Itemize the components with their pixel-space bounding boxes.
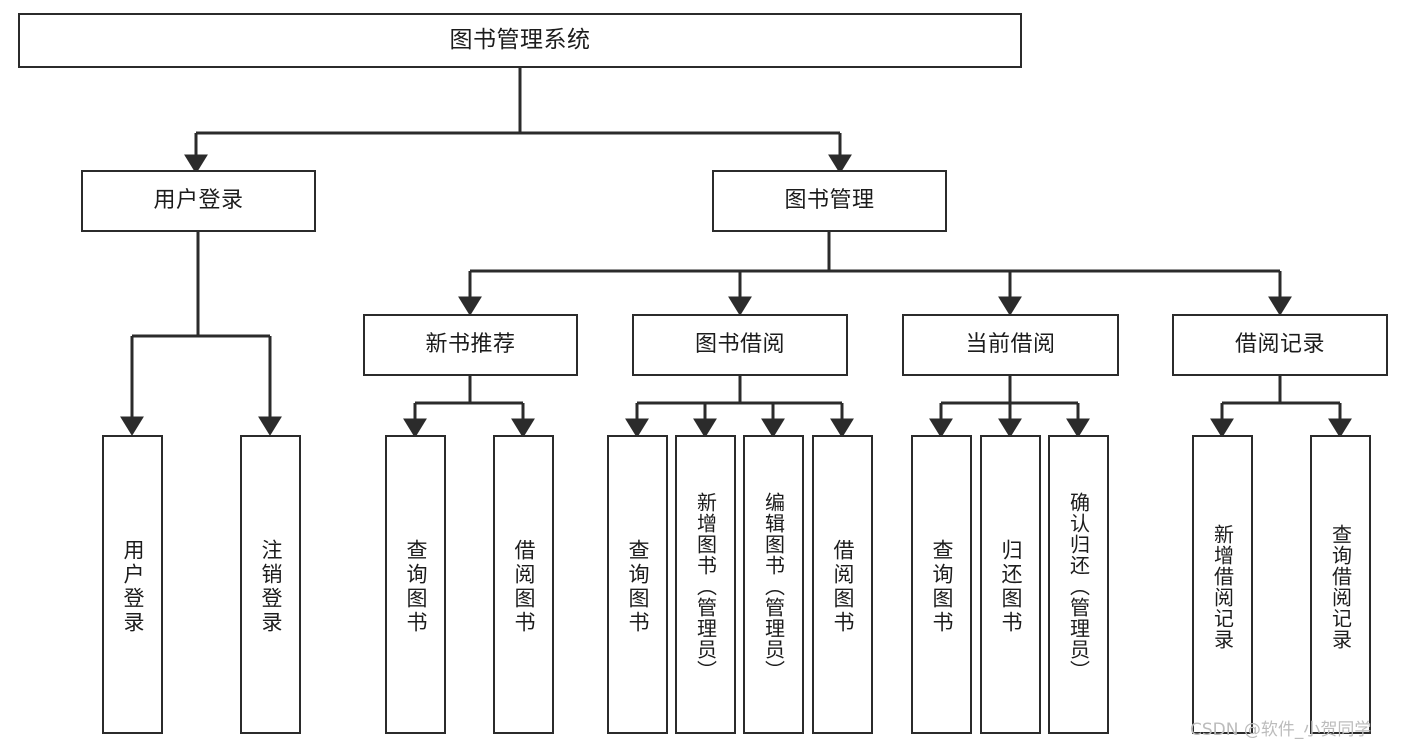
node-leaf-query-book-1[interactable]: 查询图书 [385,435,446,734]
node-leaf-borrow-book-2[interactable]: 借阅图书 [812,435,873,734]
node-label: 查询借阅记录 [1328,523,1353,650]
node-label: 归还图书 [999,538,1023,635]
node-leaf-confirm-return-admin[interactable]: 确认归还（管理员） [1048,435,1109,734]
node-label: 用户登录 [153,188,244,214]
node-label: 确认归还（管理员） [1066,492,1091,681]
node-label: 查询图书 [930,538,954,635]
node-label: 当前借阅 [965,332,1056,358]
node-label: 借阅图书 [512,538,536,635]
node-leaf-add-book-admin[interactable]: 新增图书（管理员） [675,435,736,734]
node-leaf-add-borrow-record[interactable]: 新增借阅记录 [1192,435,1253,734]
node-leaf-query-borrow-record[interactable]: 查询借阅记录 [1310,435,1371,734]
node-borrow-record[interactable]: 借阅记录 [1172,314,1388,376]
node-label: 新增图书（管理员） [693,492,718,681]
node-leaf-edit-book-admin[interactable]: 编辑图书（管理员） [743,435,804,734]
node-leaf-query-book-3[interactable]: 查询图书 [911,435,972,734]
node-label: 查询图书 [626,538,650,635]
node-current-borrow[interactable]: 当前借阅 [902,314,1119,376]
node-leaf-user-login[interactable]: 用户登录 [102,435,163,734]
node-label: 借阅图书 [831,538,855,635]
node-label: 借阅记录 [1234,332,1325,358]
node-label: 注销登录 [259,538,283,635]
node-label: 编辑图书（管理员） [761,492,786,681]
node-book-management[interactable]: 图书管理 [712,170,947,232]
node-label: 新书推荐 [425,332,516,358]
node-label: 新增借阅记录 [1210,523,1235,650]
node-leaf-return-book[interactable]: 归还图书 [980,435,1041,734]
node-leaf-borrow-book-1[interactable]: 借阅图书 [493,435,554,734]
node-label: 查询图书 [404,538,428,635]
node-user-login[interactable]: 用户登录 [81,170,316,232]
node-book-borrow[interactable]: 图书借阅 [632,314,848,376]
node-leaf-query-book-2[interactable]: 查询图书 [607,435,668,734]
csdn-watermark: CSDN @软件_小贺同学 [1190,720,1372,740]
node-root[interactable]: 图书管理系统 [18,13,1022,68]
node-new-book-recommend[interactable]: 新书推荐 [363,314,578,376]
node-leaf-logout[interactable]: 注销登录 [240,435,301,734]
node-label: 图书借阅 [694,332,785,358]
node-label: 用户登录 [121,538,145,635]
node-label: 图书管理系统 [449,27,591,54]
node-label: 图书管理 [784,188,875,214]
